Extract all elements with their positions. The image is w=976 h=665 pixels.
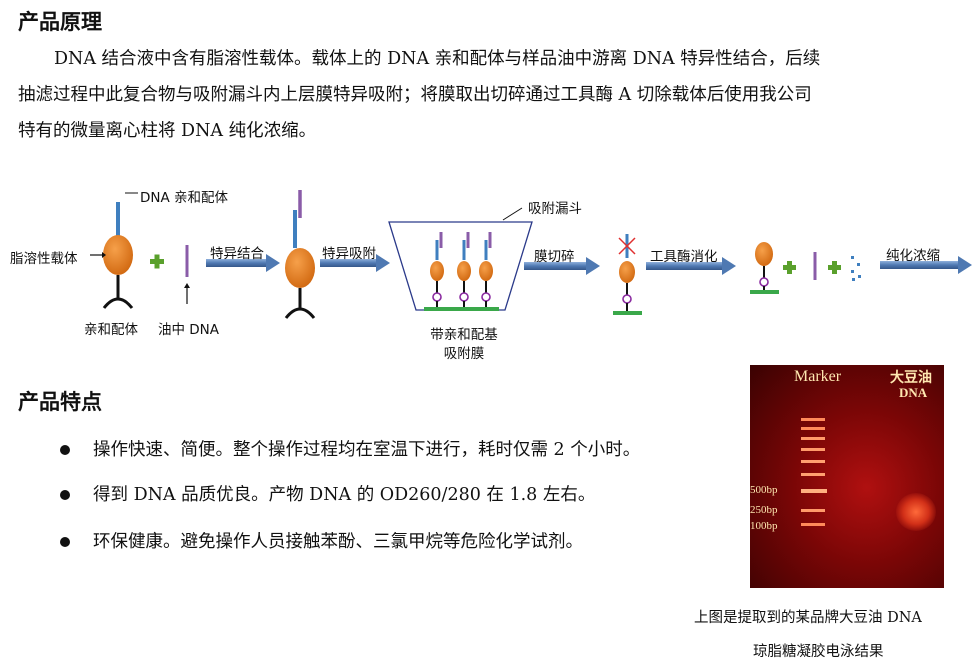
cut-membrane-piece — [613, 234, 642, 315]
bound-complex — [284, 190, 316, 319]
label-dna-affinity-ligand: DNA 亲和配体 — [140, 190, 229, 206]
principle-text: DNA 结合液中含有脂溶性载体。载体上的 DNA 亲和配体与样品油中游离 DNA… — [18, 41, 963, 149]
feature-item-2: 得到 DNA 品质优良。产物 DNA 的 OD260/280 在 1.8 左右。 — [93, 485, 596, 505]
gel-electrophoresis-image: Marker 大豆油 DNA 500bp 250bp 100bp — [750, 365, 944, 588]
label-membrane-line-2: 吸附膜 — [443, 346, 485, 362]
label-specific-adsorption: 特异吸附 — [322, 246, 376, 262]
gel-lane-marker-label: Marker — [794, 368, 842, 385]
label-affinity-ligand: 亲和配体 — [84, 322, 138, 338]
gel-caption-line-1: 上图是提取到的某品牌大豆油 DNA — [694, 610, 922, 626]
label-oil-dna: 油中 DNA — [158, 322, 220, 338]
adsorption-funnel — [388, 221, 533, 311]
plus-icon — [783, 261, 796, 274]
funnel-complexes — [430, 232, 493, 308]
carrier-complex — [102, 202, 134, 309]
bp-label-250: 250bp — [750, 504, 778, 516]
feature-item-1: 操作快速、简便。整个操作过程均在室温下进行，耗时仅需 2 个小时。 — [93, 440, 641, 460]
bp-label-500: 500bp — [750, 484, 778, 496]
gel-lane-sample-label-2: DNA — [899, 385, 928, 400]
bullet-icon — [60, 490, 70, 500]
principle-title: 产品原理 — [18, 9, 102, 34]
gel-lane-sample-label-1: 大豆油 — [890, 371, 932, 386]
arrow-membrane-cut — [524, 257, 600, 275]
gel-caption-line-2: 琼脂糖凝胶电泳结果 — [753, 644, 884, 660]
arrow-specific-adsorption — [320, 254, 390, 272]
lipid-carrier-icon — [103, 235, 133, 275]
adsorption-membrane — [424, 307, 499, 311]
process-diagram — [90, 190, 972, 319]
ligand-fragments-icon — [851, 256, 861, 281]
label-enzyme-digestion: 工具酶消化 — [650, 249, 718, 265]
affinity-ligand-icon — [102, 297, 134, 309]
bullet-icon — [60, 445, 70, 455]
sample-dna-smear — [896, 493, 936, 531]
feature-item-3: 环保健康。避免操作人员接触苯酚、三氯甲烷等危险化学试剂。 — [93, 532, 583, 552]
label-membrane-line-1: 带亲和配基 — [430, 327, 498, 343]
arrow-enzyme-digestion — [646, 257, 736, 275]
label-lipid-carrier: 脂溶性载体 — [10, 251, 78, 267]
plus-icon — [150, 254, 164, 269]
label-membrane-cut: 膜切碎 — [534, 249, 575, 265]
arrow-specific-binding — [206, 254, 280, 272]
principle-line-3: 特有的微量离心柱将 DNA 纯化浓缩。 — [18, 121, 317, 141]
label-purify-concentrate: 纯化浓缩 — [886, 248, 940, 264]
bp-label-100: 100bp — [750, 520, 778, 532]
bullet-icon — [60, 537, 70, 547]
label-specific-binding: 特异结合 — [210, 246, 264, 262]
principle-line-2: 抽滤过程中此复合物与吸附漏斗内上层膜特异吸附；将膜取出切碎通过工具酶 A 切除载… — [18, 85, 812, 105]
digested-carrier — [750, 242, 779, 294]
principle-line-1: DNA 结合液中含有脂溶性载体。载体上的 DNA 亲和配体与样品油中游离 DNA… — [54, 49, 821, 69]
label-adsorption-funnel: 吸附漏斗 — [528, 201, 582, 217]
arrow-purify-concentrate — [880, 256, 972, 274]
plus-icon — [828, 261, 841, 274]
features-title: 产品特点 — [18, 389, 102, 414]
